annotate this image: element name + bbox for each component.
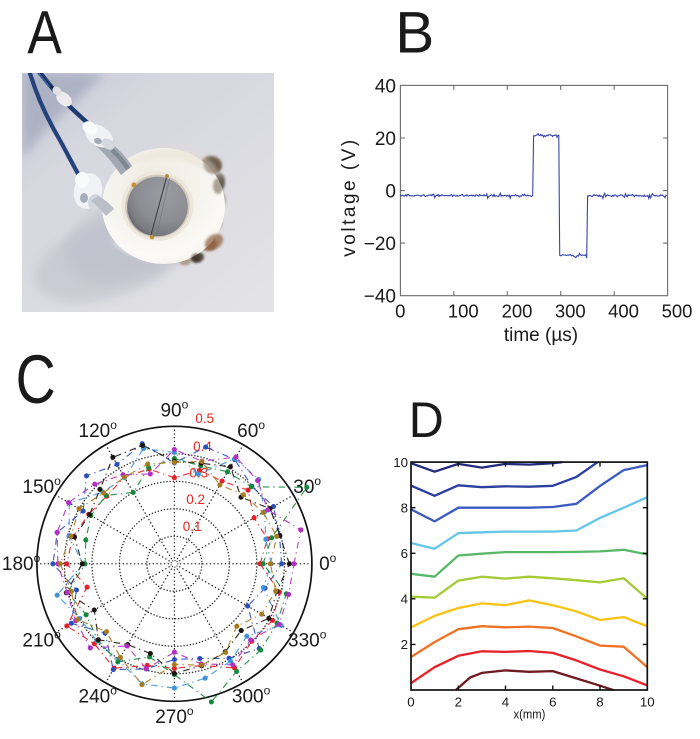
svg-text:4: 4 [502,695,509,710]
svg-text:240o: 240o [79,684,118,708]
svg-text:A: A [27,0,62,66]
svg-text:10: 10 [640,695,655,710]
svg-text:0: 0 [385,182,396,203]
svg-text:4: 4 [401,592,408,607]
svg-text:6: 6 [549,695,556,710]
svg-text:8: 8 [596,695,603,710]
svg-text:400: 400 [608,301,639,322]
svg-text:40: 40 [375,76,396,97]
svg-text:0.2: 0.2 [186,492,205,507]
svg-text:300: 300 [555,301,586,322]
svg-text:60o: 60o [237,418,265,442]
svg-text:120o: 120o [79,418,118,442]
svg-text:0o: 0o [319,551,337,575]
svg-text:500: 500 [662,301,693,322]
svg-text:6: 6 [401,546,408,561]
svg-text:20: 20 [375,129,396,150]
svg-text:300o: 300o [232,684,271,708]
svg-text:270o: 270o [155,704,194,728]
svg-text:200: 200 [502,301,533,322]
svg-text:voltage (V): voltage (V) [339,137,360,256]
svg-text:330o: 330o [288,628,327,652]
svg-text:x(mm): x(mm) [514,707,546,722]
svg-text:B: B [395,1,434,66]
svg-text:10: 10 [393,455,408,470]
svg-text:90o: 90o [160,398,188,422]
svg-text:D: D [409,392,444,448]
svg-text:8: 8 [401,501,408,516]
svg-text:0: 0 [395,301,405,322]
svg-text:0: 0 [407,695,414,710]
svg-text:2: 2 [401,637,408,652]
svg-text:0.4: 0.4 [193,439,212,454]
svg-text:C: C [16,341,56,418]
svg-text:100: 100 [448,301,479,322]
svg-text:0.1: 0.1 [183,519,202,534]
svg-text:−40: −40 [364,287,396,308]
svg-text:210o: 210o [22,628,61,652]
svg-text:180o: 180o [2,551,41,575]
svg-text:2: 2 [455,695,462,710]
svg-text:0.5: 0.5 [195,411,214,426]
svg-text:−20: −20 [364,234,396,255]
svg-text:time (µs): time (µs) [504,325,578,346]
